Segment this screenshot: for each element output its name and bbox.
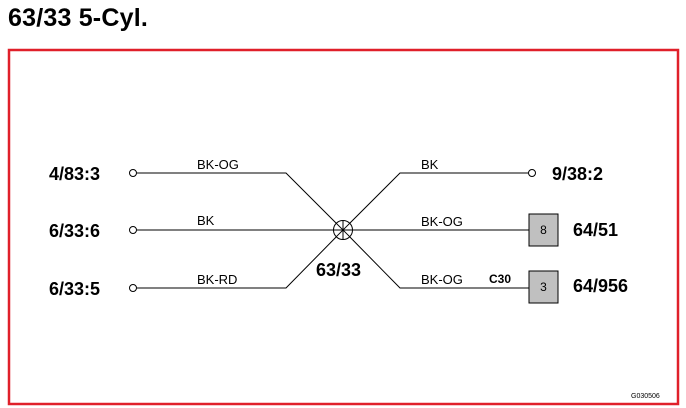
connector-pin-box-icon	[528, 270, 559, 304]
right-wire-color-2: BK-OG	[421, 214, 463, 229]
right-wire-1	[342, 169, 536, 231]
connector-pin-box-icon	[528, 213, 559, 247]
right-label-3: 64/956	[573, 276, 628, 296]
open-circle-terminal-icon	[528, 169, 536, 177]
right-label-1: 9/38:2	[552, 164, 603, 184]
left-wire-color-3: BK-RD	[197, 272, 237, 287]
pin-number-2: 3	[540, 280, 547, 294]
connector-id: C30	[489, 272, 511, 286]
left-label-3: 6/33:5	[49, 279, 100, 299]
left-label-1: 4/83:3	[49, 164, 100, 184]
diagram-frame	[7, 48, 680, 406]
splice-label: 63/33	[316, 260, 361, 280]
left-label-2: 6/33:6	[49, 221, 100, 241]
page-title: 63/33 5-Cyl.	[8, 4, 148, 32]
left-wire-2	[129, 226, 343, 234]
open-circle-terminal-icon	[129, 284, 137, 292]
right-wire-3	[342, 229, 559, 304]
pin-number-1: 8	[540, 223, 547, 237]
right-wire-color-1: BK	[421, 157, 439, 172]
left-wire-1	[129, 169, 344, 231]
left-wire-3	[129, 229, 344, 292]
open-circle-terminal-icon	[129, 169, 137, 177]
right-wire-2	[343, 213, 559, 247]
left-wire-color-1: BK-OG	[197, 157, 239, 172]
left-wire-color-2: BK	[197, 213, 215, 228]
right-wire-color-3: BK-OG	[421, 272, 463, 287]
figure-code: G030506	[631, 393, 660, 400]
right-label-2: 64/51	[573, 220, 618, 240]
splice-crosshair-icon	[333, 220, 353, 240]
open-circle-terminal-icon	[129, 226, 137, 234]
